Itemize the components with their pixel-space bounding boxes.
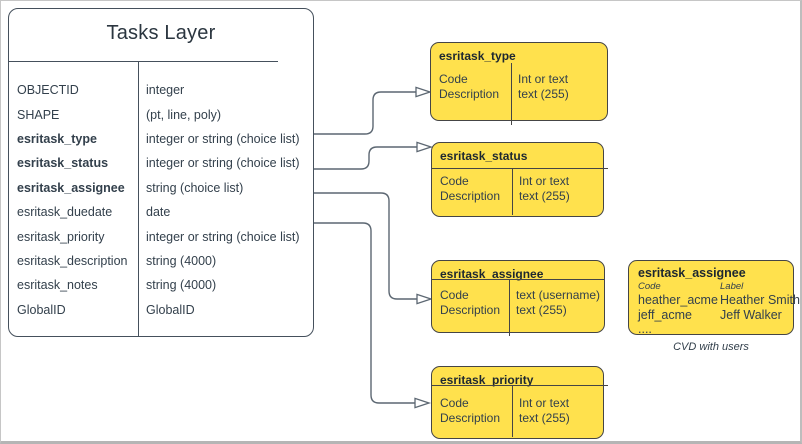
field-name: esritask_duedate [17,205,113,220]
domain-column-divider [512,385,513,437]
field-row-esritask-notes: esritask_notes string (4000) [9,273,313,297]
field-type: integer or string (choice list) [146,131,300,146]
tasks-layer-entity: Tasks Layer OBJECTID integer SHAPE (pt, … [8,8,314,337]
domain-type-column: text (username) text (255) [516,288,601,317]
domain-title: esritask_priority [440,373,534,387]
field-type: string (4000) [146,253,217,268]
arrowhead-type-icon [415,86,433,98]
entity-column-divider [138,61,139,336]
field-type: GlobalID [146,302,195,317]
field-row-esritask-duedate: esritask_duedate date [9,200,313,224]
field-row-objectid: OBJECTID integer [9,78,313,102]
domain-title-separator [431,279,605,280]
field-name: esritask_notes [17,278,98,293]
field-name: esritask_priority [17,229,105,244]
domain-box-esritask-priority: esritask_priority Code Description Int o… [431,366,608,439]
domain-title: esritask_type [439,49,516,63]
cvd-code: heather_acme [638,293,718,307]
field-row-esritask-priority: esritask_priority integer or string (cho… [9,224,313,248]
cvd-label: Jeff Walker [720,308,782,322]
connector-assignee [314,192,417,300]
arrowhead-priority-icon [414,397,432,409]
field-name: esritask_type [17,131,97,146]
field-type: date [146,205,171,220]
connector-type [314,91,416,135]
domain-key-column: Code Description [439,72,500,101]
domain-column-divider [509,279,510,336]
field-type: (pt, line, poly) [146,107,222,122]
cvd-code: jeff_acme [638,308,692,322]
field-name: esritask_description [17,253,128,268]
field-row-shape: SHAPE (pt, line, poly) [9,102,313,126]
field-row-esritask-status: esritask_status integer or string (choic… [9,151,313,175]
entity-field-list: OBJECTID integer SHAPE (pt, line, poly) … [9,78,313,322]
field-row-globalid: GlobalID GlobalID [9,298,313,322]
entity-title-separator [9,61,278,62]
cvd-table: Code Label heather_acme Heather Smith je… [638,281,800,323]
field-type: integer [146,83,185,98]
domain-title: esritask_status [440,149,528,163]
domain-column-divider [512,168,513,215]
domain-key-column: Code Description [440,288,501,317]
field-type: string (choice list) [146,180,244,195]
domain-box-esritask-status: esritask_status Code Description Int or … [431,142,608,217]
field-name: SHAPE [17,107,60,122]
cvd-header-code: Code [638,281,661,292]
domain-column-divider [511,63,512,125]
cvd-header-label: Label [720,281,744,292]
domain-title-separator [431,168,608,169]
arrowhead-status-icon [416,141,434,153]
field-row-esritask-type: esritask_type integer or string (choice … [9,127,313,151]
field-type: integer or string (choice list) [146,229,300,244]
domain-key-column: Code Description [440,396,501,425]
domain-type-column: Int or text text (255) [518,72,569,101]
field-name: esritask_status [17,156,109,171]
connector-priority [314,222,415,404]
connector-status [314,146,417,170]
field-row-esritask-description: esritask_description string (4000) [9,249,313,273]
field-row-esritask-assignee: esritask_assignee string (choice list) [9,176,313,200]
domain-key-column: Code Description [440,174,501,203]
domain-box-esritask-type: esritask_type Code Description Int or te… [430,42,608,125]
cvd-title: esritask_assignee [638,266,746,280]
entity-title: Tasks Layer [106,22,216,44]
domain-title-separator [431,385,608,386]
cvd-example-box: esritask_assignee Code Label heather_acm… [628,260,800,336]
field-type: string (4000) [146,278,217,293]
arrowhead-assignee-icon [416,293,434,305]
cvd-more-indicator: .... [638,322,652,336]
domain-title: esritask_assignee [440,267,544,281]
cvd-label: Heather Smith [720,293,800,307]
field-name: GlobalID [17,302,66,317]
cvd-caption: CVD with users [673,341,749,353]
field-name: OBJECTID [17,83,79,98]
domain-box-esritask-assignee: esritask_assignee Code Description text … [431,260,605,336]
field-name: esritask_assignee [17,180,125,195]
domain-type-column: Int or text text (255) [519,174,570,203]
domain-type-column: Int or text text (255) [519,396,570,425]
field-type: integer or string (choice list) [146,156,300,171]
